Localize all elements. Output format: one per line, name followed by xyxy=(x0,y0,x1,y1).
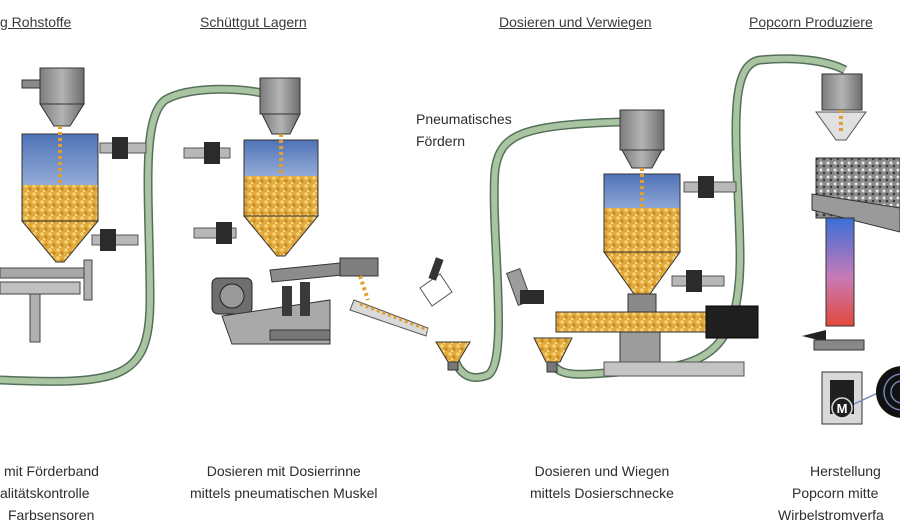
sensor-icon xyxy=(91,137,147,251)
conveyor-rohstoffe xyxy=(0,259,93,343)
hose-3 xyxy=(545,54,848,379)
caption-line: Herstellung xyxy=(810,463,881,479)
caption-line: Dosieren mit Dosierrinne xyxy=(206,463,361,479)
caption-line: Wirbelstromverfa xyxy=(778,507,884,523)
dosierrinne xyxy=(269,257,429,337)
caption-line: mittels pneumatischen Muskel xyxy=(190,485,378,501)
stage-title-dosieren: Dosieren und Verwiegen xyxy=(499,14,652,30)
stage-title-rohstoffe: g Rohstoffe xyxy=(0,14,72,30)
pneumatic-muscle xyxy=(211,277,331,345)
caption-line: mit Förderband xyxy=(4,463,99,479)
stage-title-popcorn: Popcorn Produziere xyxy=(749,14,873,30)
silo-dosieren xyxy=(603,109,681,295)
funnel-2 xyxy=(533,337,573,373)
caption-line: alitätskontrolle xyxy=(0,485,90,501)
caption-line: Farbsensoren xyxy=(8,507,95,523)
silo-rohstoffe xyxy=(20,67,100,263)
sensor-icon xyxy=(505,176,737,307)
caption-dosieren: Dosieren und Wiegen mittels Dosierschnec… xyxy=(530,460,674,504)
pneumatic-label-line-2: Fördern xyxy=(416,133,466,149)
caption-line: Dosieren und Wiegen xyxy=(534,463,670,479)
hose-1 xyxy=(0,84,270,386)
caption-popcorn: Herstellung Popcorn mitte Wirbelstromver… xyxy=(778,460,900,526)
motor-label: M xyxy=(837,401,848,416)
sensor-icon xyxy=(183,142,237,244)
popcorn-machine xyxy=(802,73,900,425)
silo-lagern xyxy=(242,77,320,257)
hose-2 xyxy=(447,117,621,382)
pneumatic-label-line-1: Pneumatisches xyxy=(416,111,512,127)
stage-title-lagern: Schüttgut Lagern xyxy=(200,14,307,30)
caption-line: mittels Dosierschnecke xyxy=(530,485,674,501)
pneumatic-label: Pneumatisches Fördern xyxy=(416,108,512,152)
wrench-icon xyxy=(419,257,453,307)
caption-rohstoffe: mit Förderband alitätskontrolle Farbsens… xyxy=(0,460,99,526)
dosierschnecke xyxy=(555,293,759,377)
funnel-1 xyxy=(435,341,471,371)
motor-icon xyxy=(831,397,853,419)
caption-lagern: Dosieren mit Dosierrinne mittels pneumat… xyxy=(190,460,378,504)
caption-line: Popcorn mitte xyxy=(792,485,879,501)
eddy-current-icon xyxy=(876,366,900,418)
